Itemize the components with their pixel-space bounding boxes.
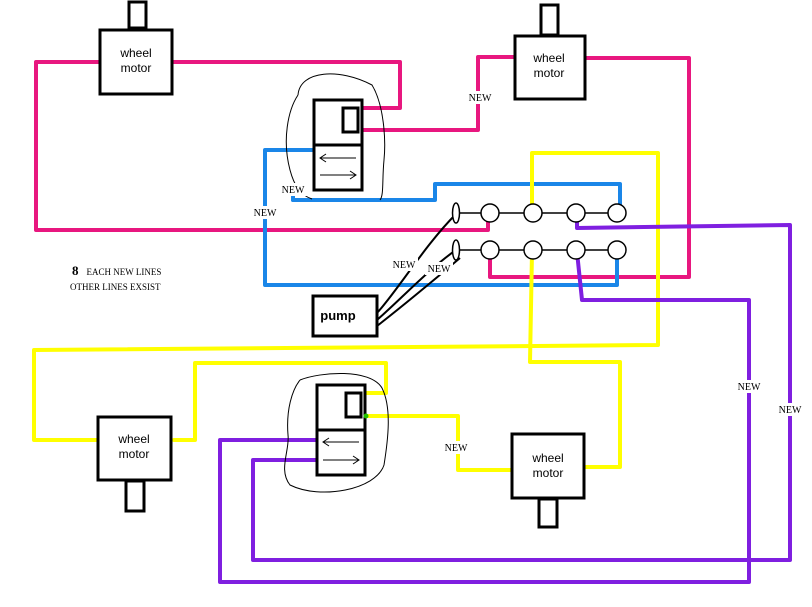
manifold-end-top — [451, 202, 461, 224]
new-label-bg — [279, 183, 307, 196]
yellow-wire-loop — [172, 361, 388, 442]
pink-wire-top — [170, 60, 402, 110]
valve-bottom — [284, 373, 389, 493]
manifold-port — [523, 240, 543, 260]
new-label-bg — [466, 91, 494, 104]
yellow-wires — [32, 151, 660, 472]
manifold-port — [480, 240, 500, 260]
purple-wires — [218, 211, 792, 584]
purple-wire-right — [251, 211, 792, 562]
valve-bottom-arrowhead-left — [322, 437, 330, 447]
new-label-bg — [251, 206, 279, 219]
manifold — [451, 202, 627, 261]
new-label-bg — [390, 258, 418, 271]
manifold-port — [480, 203, 500, 223]
blue-wire-upper — [291, 182, 622, 215]
motor-body — [98, 28, 174, 96]
new-label: NEW — [445, 443, 468, 454]
valve-top-arrowhead-right — [349, 170, 357, 180]
motor-label-line1: wheel — [119, 46, 151, 60]
motor-label-line1: wheel — [532, 51, 564, 65]
motor-shaft — [537, 497, 559, 529]
new-label: NEW — [469, 93, 492, 104]
pink-wire-outer — [34, 60, 490, 232]
pink-wire-right — [488, 56, 691, 279]
wheel-motor-bottom-left: wheel motor — [96, 415, 173, 513]
motor-label-line2: motor — [534, 66, 565, 80]
manifold-end-bottom — [451, 239, 461, 261]
motor-label-line2: motor — [119, 447, 150, 461]
valve-bottom-spool — [344, 391, 363, 419]
new-label: NEW — [393, 260, 416, 271]
manifold-port — [607, 240, 627, 260]
yellow-wire-mid — [528, 250, 622, 469]
manifold-port — [566, 203, 586, 223]
motor-label-line1: wheel — [531, 451, 563, 465]
purple-wire-inner — [218, 250, 751, 584]
wheel-motor-top-right: wheel motor — [513, 3, 587, 101]
new-label-bg — [735, 380, 763, 393]
new-label: NEW — [428, 264, 451, 275]
motor-label-line1: wheel — [117, 432, 149, 446]
motor-label-line2: motor — [121, 61, 152, 75]
pump-label: pump — [320, 308, 355, 323]
yellow-wire-top — [32, 151, 660, 442]
new-label-bg — [442, 441, 470, 454]
valve-top — [285, 73, 386, 201]
motor-shaft — [124, 479, 146, 513]
pump-body — [311, 294, 379, 338]
motor-body — [513, 34, 587, 101]
note-line-1-text: EACH NEW LINES — [87, 267, 162, 277]
new-label: NEW — [738, 382, 761, 393]
note-count: 8 — [72, 263, 79, 278]
new-label: NEW — [254, 208, 277, 219]
valve-top-spool — [341, 106, 360, 134]
pump: pump — [311, 294, 379, 338]
motor-shaft — [539, 3, 560, 37]
motor-shaft — [127, 0, 148, 30]
valve-top-arrowhead-left — [319, 153, 327, 163]
blue-wire-left — [263, 148, 619, 287]
manifold-port — [607, 203, 627, 223]
pump-hose-2 — [376, 249, 457, 321]
new-label-bg — [776, 403, 804, 416]
manifold-port — [523, 203, 543, 223]
new-label-bg — [425, 262, 453, 275]
valve-bottom-junction-dot — [363, 413, 369, 419]
valve-bottom-outline-scribble — [284, 373, 389, 493]
new-label: NEW — [779, 405, 802, 416]
motor-body — [96, 415, 173, 482]
wheel-motor-bottom-right: wheel motor — [510, 432, 586, 529]
motor-label-line2: motor — [533, 466, 564, 480]
new-labels: NEW NEW NEW NEW NEW NEW NEW NEW — [251, 91, 804, 454]
valve-bottom-arrowhead-right — [352, 455, 360, 465]
note-line-1: 8 EACH NEW LINES — [72, 262, 161, 279]
note-line-2: OTHER LINES EXSIST — [70, 282, 161, 292]
manifold-port — [566, 240, 586, 260]
wheel-motor-top-left: wheel motor — [98, 0, 174, 96]
new-label: NEW — [282, 185, 305, 196]
note: 8 EACH NEW LINES OTHER LINES EXSIST — [70, 262, 161, 292]
